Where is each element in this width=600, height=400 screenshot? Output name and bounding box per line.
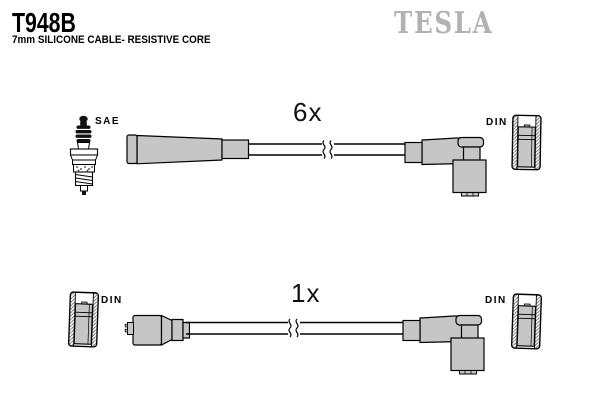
straight-boot-icon xyxy=(124,314,190,346)
sae-label: SAE xyxy=(95,116,121,127)
din-label-bottom-right: DIN xyxy=(485,295,507,306)
cable-break-icon xyxy=(248,140,408,159)
din-label-bottom-left: DIN xyxy=(101,295,123,306)
elbow-boot-icon xyxy=(403,136,489,198)
straight-boot-icon xyxy=(126,134,250,165)
quantity-label-row2: 1x xyxy=(291,278,321,308)
din-label-top-right: DIN xyxy=(486,117,508,128)
page-subtitle: 7mm SILICONE CABLE- RESISTIVE CORE xyxy=(12,34,211,46)
quantity-label-row1: 6x xyxy=(293,97,323,127)
spark-plug-icon xyxy=(69,115,99,195)
din-socket-icon xyxy=(67,290,101,349)
cable-break-icon xyxy=(186,318,406,338)
elbow-boot-icon xyxy=(401,314,487,376)
brand-logo: TESLA xyxy=(394,6,494,41)
din-socket-icon xyxy=(510,114,543,173)
din-socket-icon xyxy=(510,292,544,351)
page-title: T948B xyxy=(12,7,76,38)
